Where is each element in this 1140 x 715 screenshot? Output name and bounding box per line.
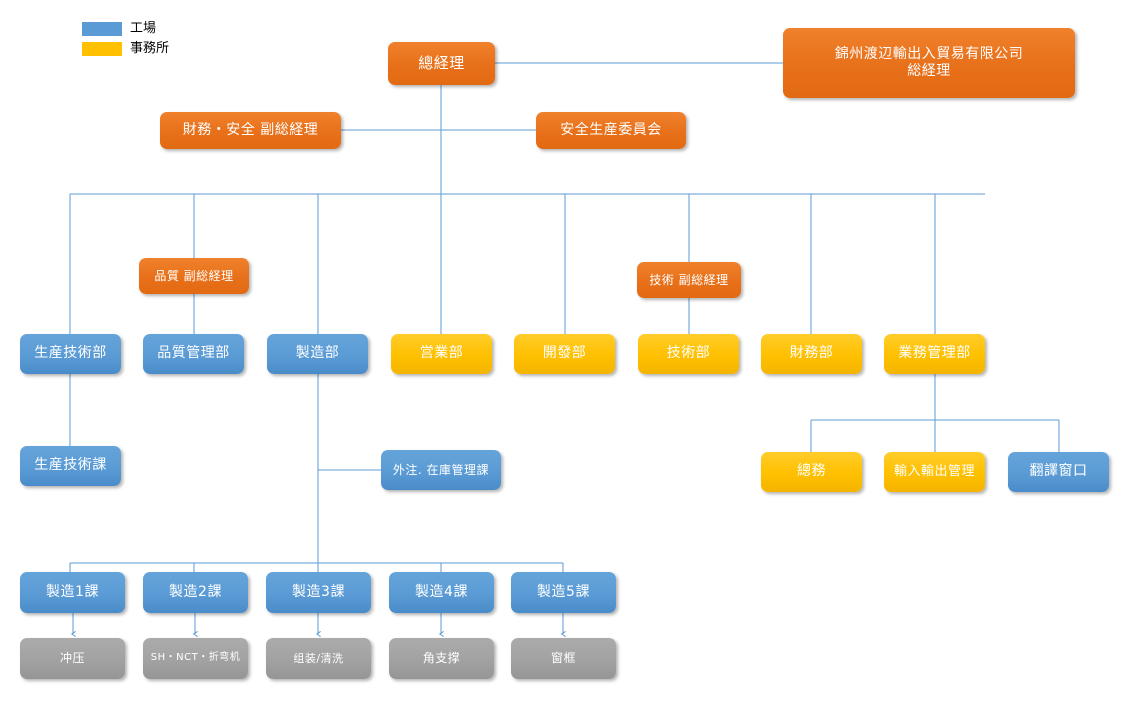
legend-item-office: 事務所	[82, 40, 282, 58]
node-dept-finance[interactable]: 財務部	[761, 334, 862, 374]
node-process-stamping[interactable]: 冲压	[20, 638, 125, 679]
node-dept-technology[interactable]: 技術部	[638, 334, 739, 374]
node-dept-production-technology[interactable]: 生産技術部	[20, 334, 121, 374]
node-quality-deputy[interactable]: 品質 副総経理	[139, 258, 249, 294]
node-dept-manufacturing[interactable]: 製造部	[267, 334, 368, 374]
node-manufacturing-section-5[interactable]: 製造5課	[511, 572, 616, 613]
legend-swatch-office	[82, 42, 122, 56]
legend-item-factory: 工場	[82, 20, 282, 38]
legend-label-office: 事務所	[130, 41, 170, 56]
node-process-corner-support[interactable]: 角支撑	[389, 638, 494, 679]
node-import-export-management[interactable]: 輸入輸出管理	[884, 452, 985, 492]
node-safety-production-committee[interactable]: 安全生産委員会	[536, 112, 686, 149]
node-dept-sales[interactable]: 営業部	[391, 334, 492, 374]
node-manufacturing-section-2[interactable]: 製造2課	[143, 572, 248, 613]
node-dept-development[interactable]: 開發部	[514, 334, 615, 374]
node-production-technology-section[interactable]: 生産技術課	[20, 446, 121, 486]
node-parent-company[interactable]: 錦州渡辺輸出入貿易有限公司 総経理	[783, 28, 1075, 98]
legend-label-factory: 工場	[130, 21, 157, 36]
node-translation-window[interactable]: 翻譯窗口	[1008, 452, 1109, 492]
node-manufacturing-section-1[interactable]: 製造1課	[20, 572, 125, 613]
legend: 工場 事務所	[82, 20, 282, 60]
legend-swatch-factory	[82, 22, 122, 36]
node-outsourcing-inventory-section[interactable]: 外注. 在庫管理課	[381, 450, 501, 490]
node-manufacturing-section-4[interactable]: 製造4課	[389, 572, 494, 613]
node-dept-business-management[interactable]: 業務管理部	[884, 334, 985, 374]
parent-company-line-1: 錦州渡辺輸出入貿易有限公司	[834, 45, 1024, 62]
node-manufacturing-section-3[interactable]: 製造3課	[266, 572, 371, 613]
node-process-window-frame[interactable]: 窗框	[511, 638, 616, 679]
node-process-assembly-cleaning[interactable]: 组装/清洗	[266, 638, 371, 679]
node-finance-safety-deputy[interactable]: 財務・安全 副総経理	[160, 112, 341, 149]
node-dept-quality-management[interactable]: 品質管理部	[143, 334, 244, 374]
parent-company-line-2: 総経理	[907, 63, 951, 79]
node-general-manager[interactable]: 總経理	[388, 42, 495, 85]
node-general-affairs[interactable]: 總務	[761, 452, 862, 492]
node-technology-deputy[interactable]: 技術 副総経理	[637, 262, 741, 298]
node-process-sh-nct-bending[interactable]: SH・NCT・折弯机	[143, 638, 248, 679]
